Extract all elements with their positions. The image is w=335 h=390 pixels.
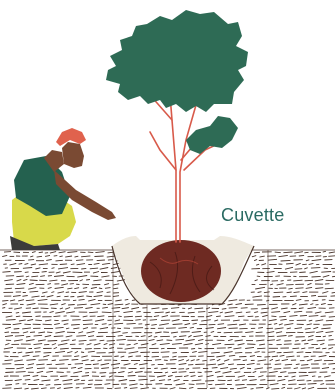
tree-foliage: [106, 10, 248, 154]
cuvette-label: Cuvette: [221, 205, 284, 226]
gardener-figure: [10, 128, 116, 250]
root-ball: [141, 240, 221, 302]
